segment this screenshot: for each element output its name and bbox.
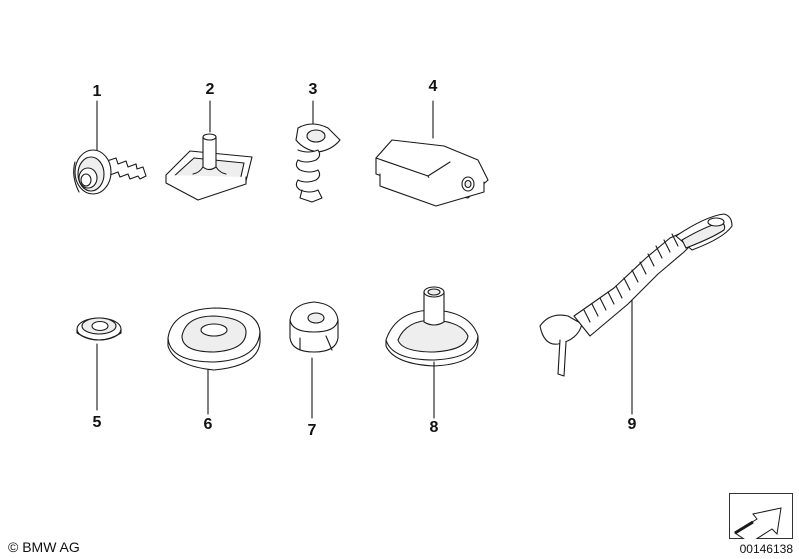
part-5-grommet — [76, 317, 122, 411]
callout-5: 5 — [92, 414, 102, 431]
part-2-grommet — [165, 100, 253, 201]
copyright-text: © BMW AG — [8, 539, 80, 555]
part-3-clip — [295, 100, 341, 203]
part-1-screw — [73, 100, 147, 195]
callout-3: 3 — [308, 81, 318, 98]
part-7-cap — [289, 301, 339, 419]
part-6-grommet — [167, 307, 261, 415]
part-9-tube — [539, 213, 733, 415]
part-4-plug — [375, 100, 489, 207]
callout-2: 2 — [205, 81, 215, 98]
callout-7: 7 — [307, 422, 317, 439]
part-8-grommet — [385, 286, 479, 419]
callout-4: 4 — [428, 78, 438, 95]
arrow-icon-overlay — [734, 507, 782, 539]
callout-1: 1 — [92, 83, 102, 100]
callout-8: 8 — [429, 419, 439, 436]
callout-9: 9 — [627, 416, 637, 433]
document-number: 00146138 — [739, 542, 793, 556]
callout-6: 6 — [203, 416, 213, 433]
